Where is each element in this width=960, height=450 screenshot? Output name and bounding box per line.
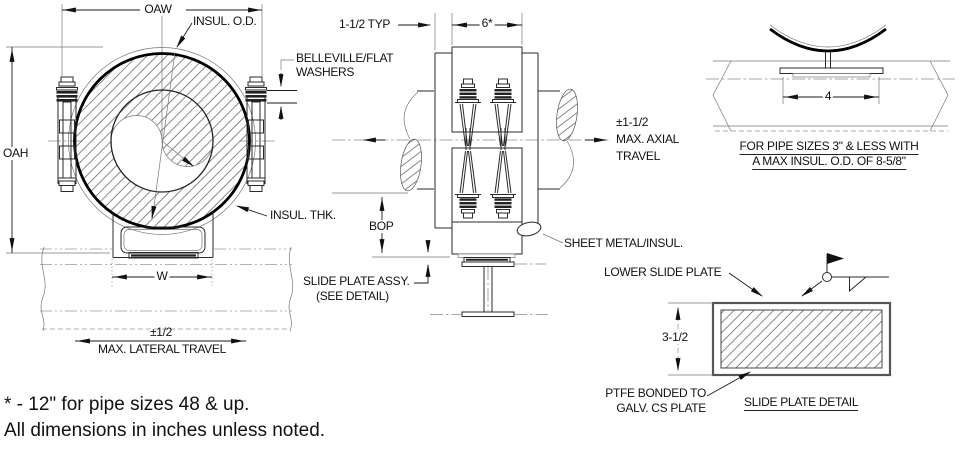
clamp-band-circle [68, 47, 256, 235]
w-dim-label: W [154, 269, 170, 283]
slide-plate-hatch [720, 309, 883, 369]
field-weld-flag-icon [822, 253, 889, 293]
oah-dim-label: OAH [1, 146, 31, 160]
pipe-shoe-cradle [769, 27, 887, 53]
pipe-section-hatch [111, 90, 213, 167]
slide-plate-assy-label-2: (SEE DETAIL) [316, 289, 389, 303]
lateral-travel-label: MAX. LATERAL TRAVEL [98, 342, 226, 356]
belleville-washers-label-2: WASHERS [296, 65, 355, 79]
pipe-od-circle [110, 89, 214, 193]
insul-od-label: INSUL. O.D. [193, 14, 257, 28]
four-dim-label: 4 [822, 89, 834, 103]
plate-height-dim-label: 3-1/2 [660, 330, 690, 344]
oaw-dim-label: OAW [142, 2, 174, 16]
typ-dim-label: 1-1/2 TYP [339, 17, 391, 31]
ptfe-label-2: GALV. CS PLATE [616, 401, 706, 415]
slide-plate-detail [668, 253, 892, 397]
insulation-hatch [74, 53, 250, 229]
lateral-travel-value: ±1/2 [149, 325, 173, 339]
axial-travel-label-1: MAX. AXIAL [616, 132, 680, 146]
detail-title: SLIDE PLATE DETAIL [744, 395, 859, 411]
insulation-od-circle [73, 52, 251, 230]
front-slide-plate [128, 252, 199, 259]
insul-thk-label: INSUL. THK. [270, 208, 336, 222]
axial-travel-value: ±1-1/2 [616, 115, 649, 129]
ptfe-label-1: PTFE BONDED TO [605, 386, 706, 400]
small-pipe-view [706, 24, 955, 132]
sheet-metal-label: SHEET METAL/INSUL. [564, 236, 683, 250]
front-view [6, 4, 297, 344]
axial-travel-label-2: TRAVEL [616, 149, 660, 163]
lower-slide-plate-label: LOWER SLIDE PLATE [604, 265, 722, 279]
slide-plate-assy-label-1: SLIDE PLATE ASSY. [303, 274, 410, 288]
note-dimensions: All dimensions in inches unless noted. [4, 420, 326, 441]
note-pipe-sizes: * - 12" for pipe sizes 48 & up. [4, 394, 250, 415]
sheet-metal-tab [516, 221, 542, 237]
six-dim-label: 6* [479, 16, 495, 30]
side-view [332, 13, 610, 317]
belleville-washers-label-1: BELLEVILLE/FLAT [296, 51, 394, 65]
small-pipe-note-2: A MAX INSUL. O.D. OF 8-5/8" [752, 154, 906, 170]
bop-dim-label: BOP [367, 219, 396, 233]
small-pipe-note-1: FOR PIPE SIZES 3" & LESS WITH [739, 139, 919, 155]
